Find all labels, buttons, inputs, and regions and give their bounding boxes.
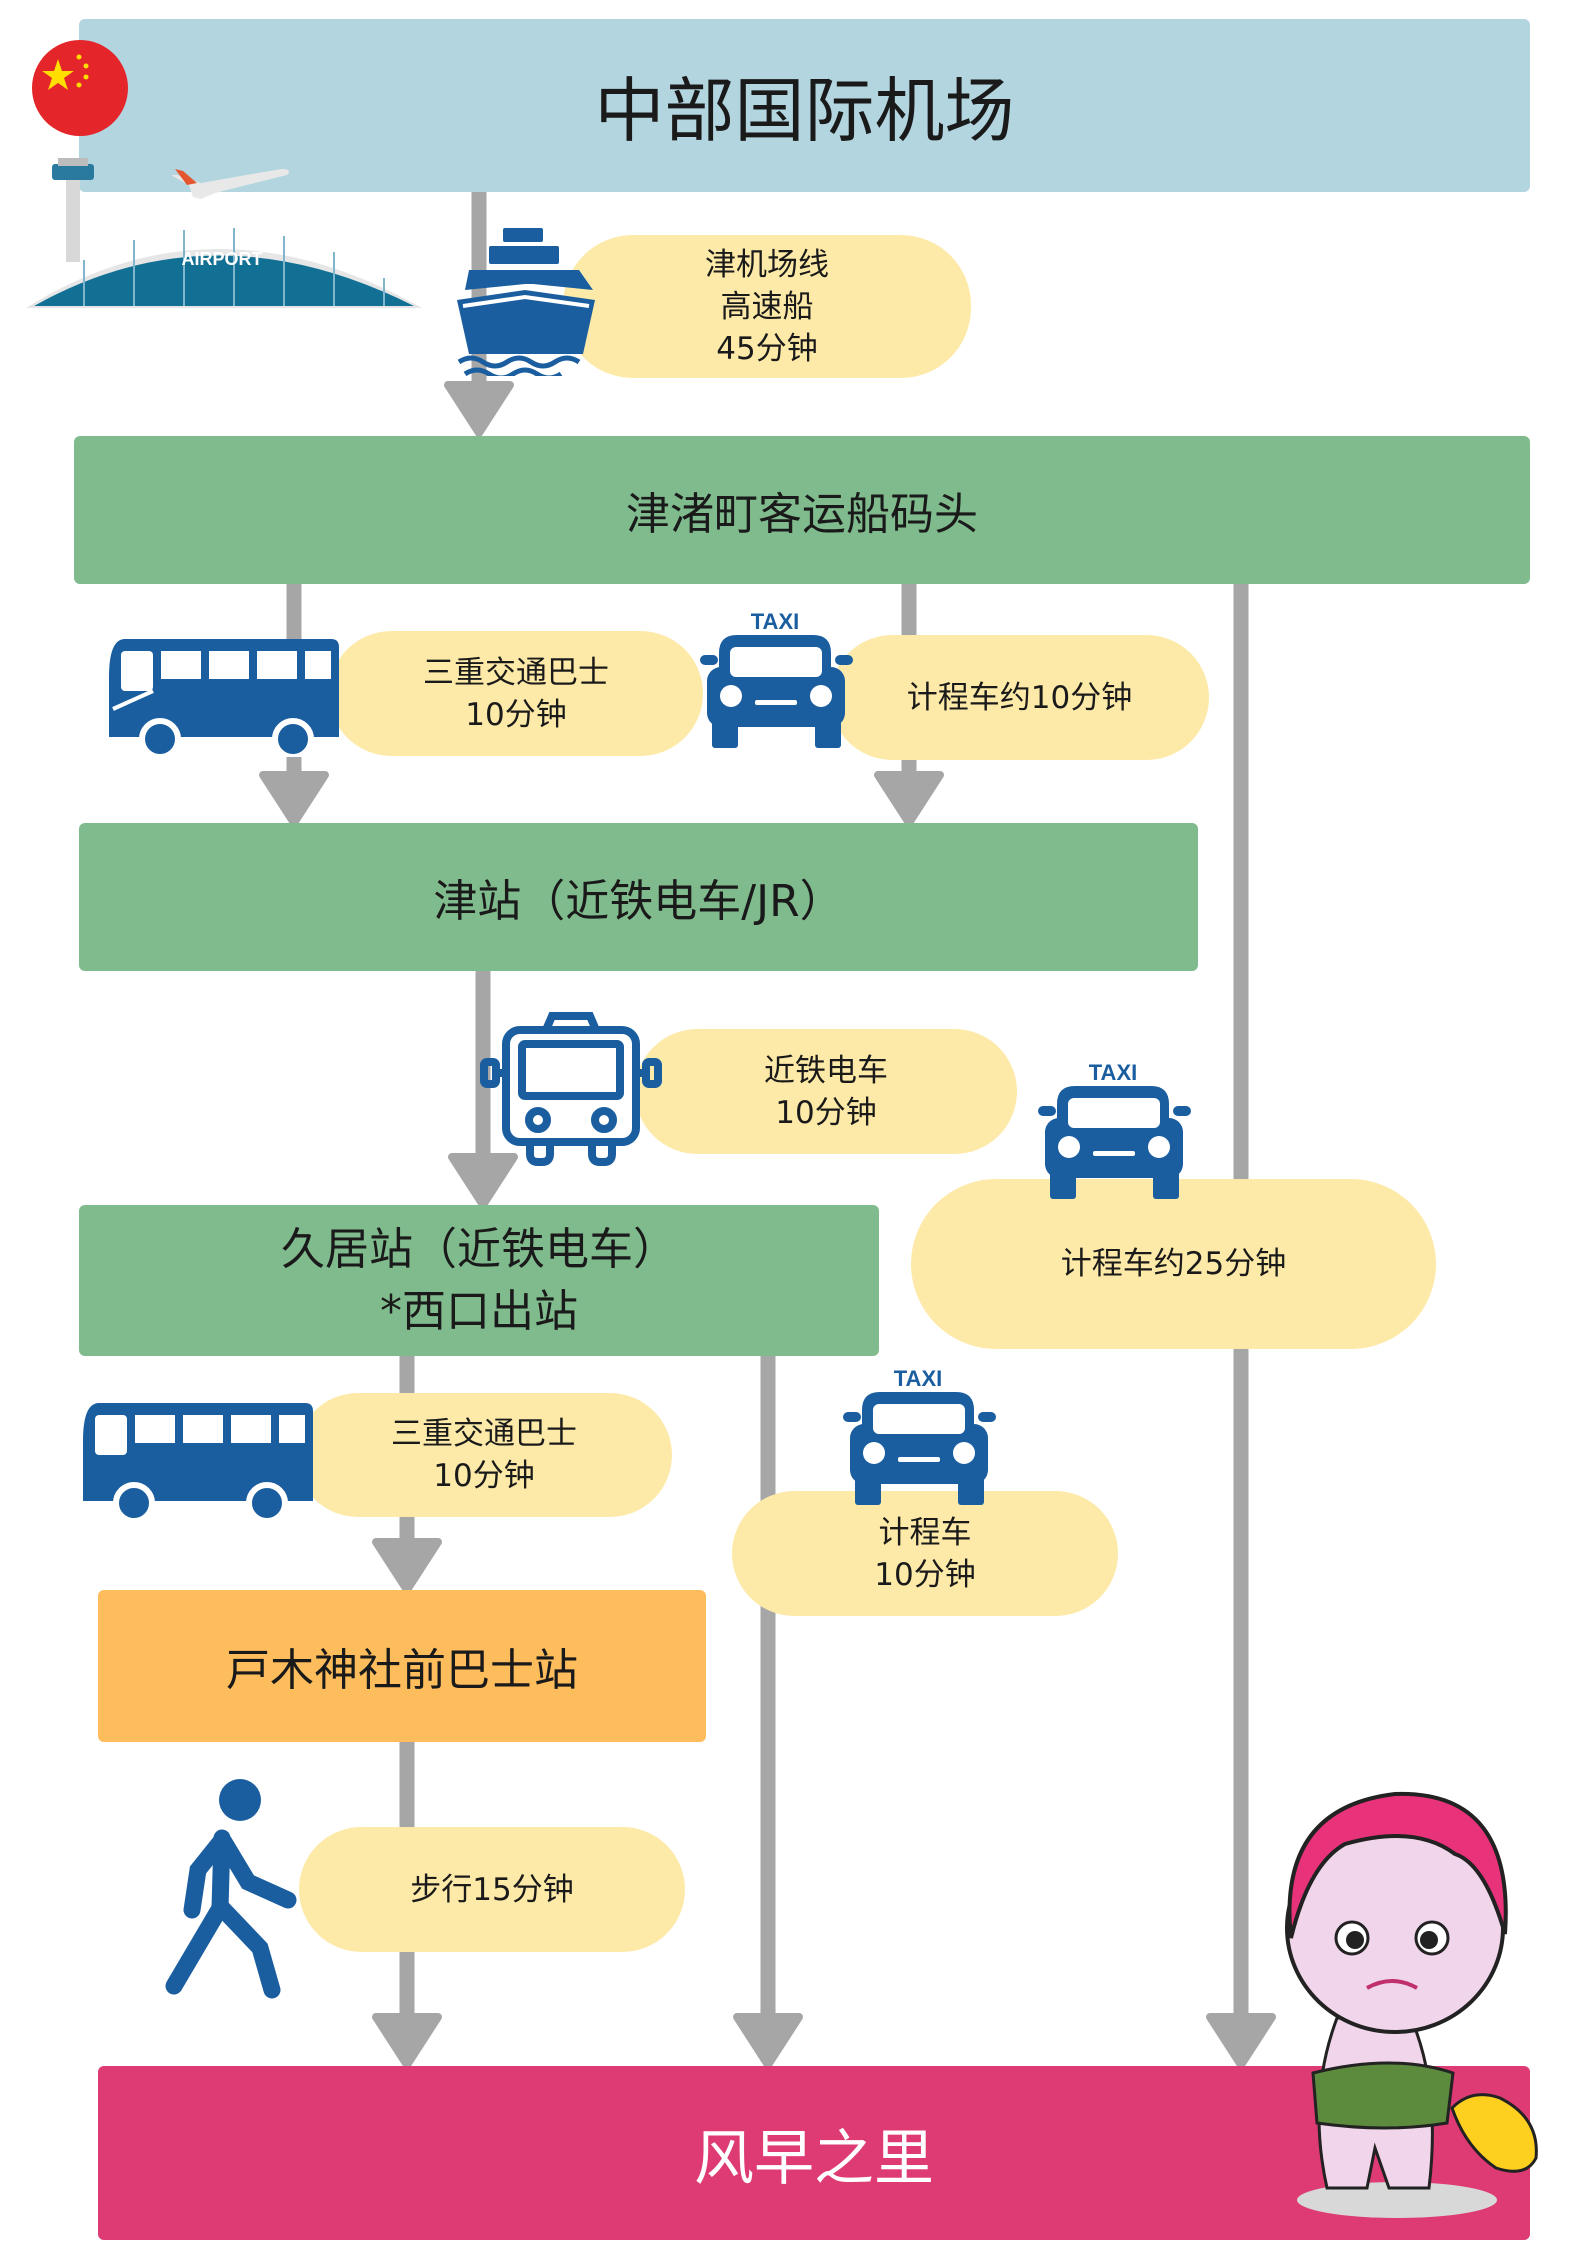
- taxi2-duration: 10分钟: [874, 1556, 976, 1593]
- taxi1-info: 计程车约10分钟: [830, 635, 1209, 760]
- arrow-head: [372, 2013, 442, 2069]
- station-hisai-label: 久居站（近铁电车）: [281, 1223, 677, 1275]
- train-line: 近铁电车: [764, 1052, 888, 1089]
- arrow-head: [444, 381, 514, 437]
- station-tsu-label: 津站（近铁电车/JR）: [433, 876, 844, 927]
- train-duration: 10分钟: [775, 1094, 877, 1131]
- station-pier: 津渚町客运船码头: [74, 436, 1530, 584]
- ferry-type: 高速船: [720, 288, 814, 325]
- bus1-info: 三重交通巴士 10分钟: [329, 631, 703, 756]
- arrow-head: [372, 1538, 442, 1594]
- arrow-head: [448, 1153, 518, 1209]
- train-icon: [480, 1012, 662, 1166]
- taxi-sign: TAXI: [751, 609, 799, 634]
- arrow-head: [874, 771, 944, 827]
- taxi25-info: 计程车约25分钟: [911, 1179, 1436, 1349]
- station-tsu: 津站（近铁电车/JR）: [79, 823, 1198, 971]
- arrow-head: [259, 771, 329, 827]
- taxi-icon: TAXI: [700, 609, 853, 748]
- station-bus-stop: 戸木神社前巴士站: [98, 1590, 706, 1742]
- ship-icon: [457, 228, 595, 376]
- ferry-line-name: 津机场线: [705, 246, 829, 283]
- arrow-head: [733, 2013, 803, 2069]
- origin-airport-header: 中部国际机场: [79, 19, 1530, 192]
- bus2-company: 三重交通巴士: [391, 1416, 577, 1452]
- station-pier-label: 津渚町客运船码头: [626, 489, 978, 540]
- taxi2-label: 计程车: [878, 1514, 972, 1551]
- bus-icon: [83, 1403, 313, 1521]
- bus1-company: 三重交通巴士: [423, 654, 609, 691]
- bus2-duration: 10分钟: [433, 1458, 535, 1494]
- airport-illustration-icon: AIRPORT: [26, 158, 422, 308]
- taxi1-text: 计程车约10分钟: [906, 679, 1133, 716]
- airport-sign: AIRPORT: [182, 249, 263, 269]
- destination-label: 风早之里: [694, 2123, 934, 2194]
- page-title: 中部国际机场: [594, 70, 1015, 152]
- taxi-icon: TAXI: [843, 1366, 996, 1505]
- taxi-sign: TAXI: [1089, 1060, 1137, 1085]
- walking-person-icon: [165, 1779, 297, 1999]
- station-hisai-exit-note: *西口出站: [380, 1285, 578, 1337]
- ferry-info: 津机场线 高速船 45分钟: [563, 235, 971, 378]
- bus2-info: 三重交通巴士 10分钟: [296, 1393, 672, 1517]
- mascot-character-icon: [1285, 1791, 1538, 2218]
- station-bus-stop-label: 戸木神社前巴士站: [226, 1645, 578, 1696]
- arrow-head: [1206, 2013, 1276, 2069]
- walk-text: 步行15分钟: [410, 1871, 574, 1908]
- taxi-sign: TAXI: [894, 1366, 942, 1391]
- taxi25-text: 计程车约25分钟: [1060, 1246, 1287, 1282]
- walk-info: 步行15分钟: [299, 1827, 685, 1952]
- china-flag-icon: [32, 40, 128, 136]
- train-info: 近铁电车 10分钟: [635, 1029, 1017, 1154]
- bus1-duration: 10分钟: [465, 696, 567, 733]
- station-hisai: 久居站（近铁电车） *西口出站: [79, 1205, 879, 1356]
- taxi-icon: TAXI: [1038, 1060, 1191, 1199]
- destination-kazahaya-no-sato: 风早之里: [98, 2066, 1530, 2240]
- ferry-duration: 45分钟: [716, 330, 818, 367]
- bus-icon: [109, 639, 339, 757]
- taxi2-info: 计程车 10分钟: [732, 1491, 1118, 1616]
